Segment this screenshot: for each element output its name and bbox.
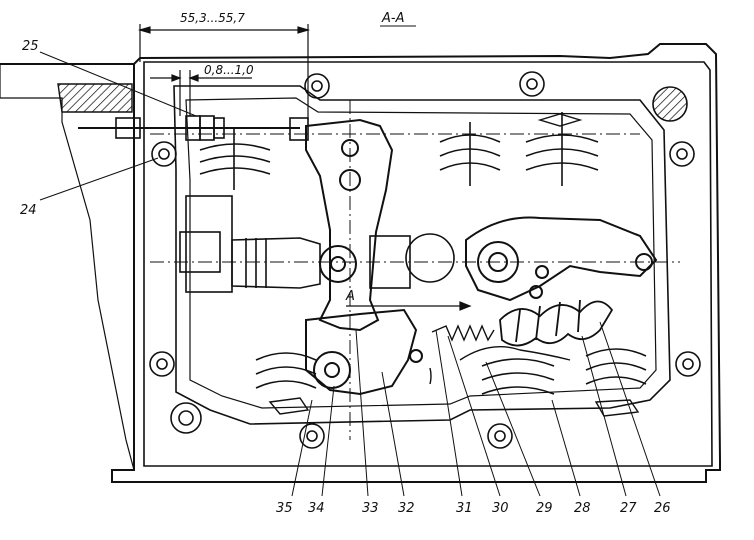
dimension-top-span-label: 55,3...55,7 — [180, 11, 245, 25]
casting-outline — [0, 43, 721, 483]
stud-boss-top-2 — [519, 71, 545, 97]
stud-boss-bottom-left — [170, 402, 202, 434]
stud-boss-right — [669, 141, 695, 167]
callout-34: 34 — [308, 501, 325, 516]
adjusting-screw — [78, 115, 640, 141]
bottom-brackets — [268, 113, 640, 417]
callout-27: 27 — [620, 501, 637, 516]
valve-spring-bottom-right — [585, 348, 647, 385]
stud-boss-top-1 — [304, 73, 330, 99]
view-mark-label: A — [345, 289, 355, 304]
leader-lines — [39, 51, 661, 497]
valve-springs — [199, 112, 647, 395]
stud-boss-bottom-1 — [299, 423, 325, 449]
stud-boss-left-low — [149, 351, 175, 377]
callout-25: 25 — [22, 39, 39, 54]
callout-30: 30 — [492, 501, 509, 516]
hatched-section-right — [652, 86, 688, 122]
callout-31: 31 — [456, 501, 473, 516]
dimension-top-span — [137, 24, 311, 120]
cam-lever — [465, 216, 658, 302]
rocker-arm — [305, 100, 394, 440]
stud-boss-bottom-2 — [487, 423, 513, 449]
valve-spring-top-left — [199, 128, 271, 190]
lower-rocker — [305, 308, 432, 396]
hatched-section-left — [57, 83, 133, 113]
dimension-gap — [150, 70, 252, 116]
coil-spring-27 — [499, 299, 614, 347]
callout-24: 24 — [20, 203, 37, 218]
valve-spring-bottom-mid — [481, 358, 555, 395]
dimension-gap-label: 0,8...1,0 — [204, 63, 254, 77]
callout-28: 28 — [574, 501, 591, 516]
section-label: A-A — [381, 11, 404, 26]
valve-spring-bottom-left — [255, 352, 317, 389]
stud-boss-right-low — [675, 351, 701, 377]
injector-assembly — [150, 195, 680, 293]
tension-spring — [431, 324, 571, 361]
view-mark-arrow — [346, 301, 472, 311]
callout-35: 35 — [276, 501, 293, 516]
callout-29: 29 — [536, 501, 553, 516]
callout-26: 26 — [654, 501, 671, 516]
cover-inner-outline — [173, 85, 671, 425]
callout-32: 32 — [398, 501, 415, 516]
callout-33: 33 — [362, 501, 379, 516]
stud-boss-left — [151, 141, 177, 167]
valve-spring-top-mid — [439, 122, 501, 186]
stud-bosses — [149, 71, 701, 449]
valve-spring-top-right — [525, 112, 599, 186]
